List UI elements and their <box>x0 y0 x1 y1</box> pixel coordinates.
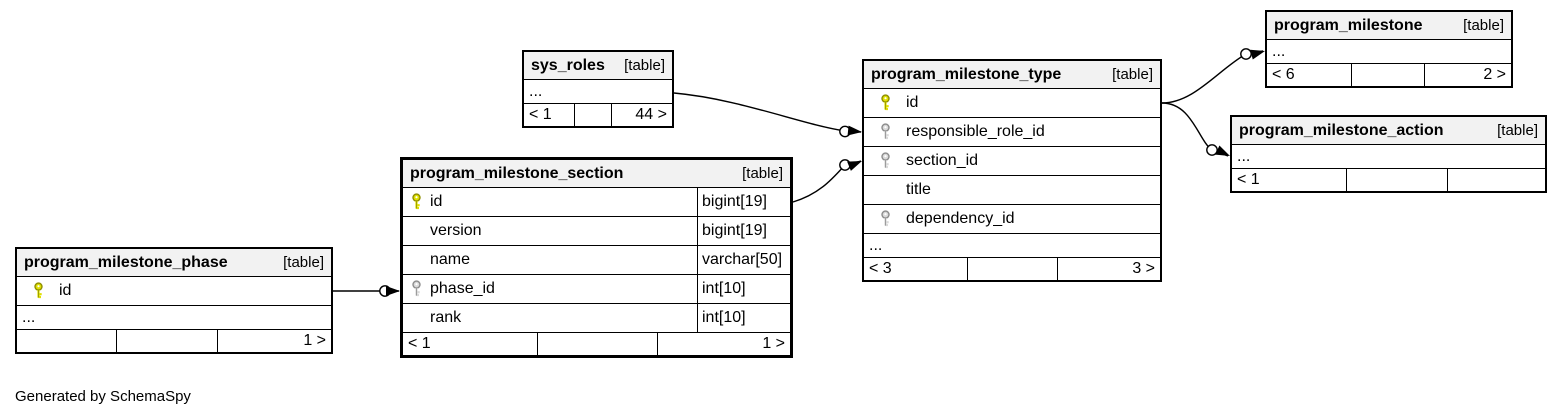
degree-cell <box>117 330 218 352</box>
relationship-line-sys_roles-to-program_milestone_type.responsible_role_id <box>673 92 862 133</box>
degree-cell: < 1 <box>403 333 538 355</box>
more-columns-ellipsis: ... <box>17 306 331 330</box>
column-name: id <box>59 282 72 299</box>
more-columns-ellipsis: ... <box>1232 145 1545 169</box>
table-name[interactable]: sys_roles <box>531 56 605 74</box>
table-header: program_milestone_phase [table] <box>17 249 331 277</box>
column-type: bigint[19] <box>697 188 790 216</box>
table-name[interactable]: program_milestone <box>1274 16 1423 34</box>
edge-arrowhead <box>847 161 862 171</box>
column-row-section_id: section_id <box>864 147 1160 176</box>
degree-cell <box>1448 169 1545 191</box>
table-header: sys_roles [table] <box>524 52 672 80</box>
table-degree-footer: 1 > <box>17 330 331 352</box>
primary-key-icon <box>864 94 906 112</box>
degree-cell <box>1347 169 1448 191</box>
table-degree-footer: < 3 3 > <box>864 258 1160 280</box>
degree-cell: 3 > <box>1132 260 1155 277</box>
column-name: phase_id <box>430 280 495 297</box>
degree-cell: < 6 <box>1267 64 1352 86</box>
degree-cell: < 1 <box>524 104 575 126</box>
degree-cell <box>575 104 612 126</box>
column-row-responsible_role_id: responsible_role_id <box>864 118 1160 147</box>
primary-key-icon <box>403 193 430 211</box>
edge-open-circle <box>1240 48 1252 60</box>
edge-open-circle <box>1206 144 1218 156</box>
table-header: program_milestone_action [table] <box>1232 117 1545 145</box>
degree-cell: 44 > <box>635 106 667 123</box>
table-name[interactable]: program_milestone_action <box>1239 121 1444 139</box>
edge-arrowhead <box>847 125 862 136</box>
column-row-id: id <box>864 89 1160 118</box>
generated-by-note: Generated by SchemaSpy <box>15 388 191 405</box>
column-row-title: title <box>864 176 1160 205</box>
table-name[interactable]: program_milestone_type <box>871 65 1062 83</box>
table-name[interactable]: program_milestone_phase <box>24 253 228 271</box>
table-program_milestone_phase[interactable]: program_milestone_phase [table] id... 1 > <box>15 247 333 354</box>
edge-arrowhead <box>1250 49 1265 60</box>
table-type-tag: [table] <box>1112 66 1153 83</box>
column-row-id: id bigint[19] <box>403 188 790 217</box>
relationship-line-program_milestone_type.id-to-program_milestone_action <box>1161 102 1229 157</box>
table-type-tag: [table] <box>742 165 783 182</box>
degree-cell: 1 > <box>303 332 326 349</box>
table-program_milestone_section[interactable]: program_milestone_section [table] id bigint… <box>400 157 793 358</box>
edge-arrowhead <box>1215 145 1230 156</box>
column-name: version <box>430 222 482 239</box>
degree-cell <box>17 330 117 352</box>
column-name: name <box>430 251 471 268</box>
table-program_milestone_action[interactable]: program_milestone_action [table]...< 1 <box>1230 115 1547 193</box>
table-type-tag: [table] <box>1463 17 1504 34</box>
table-program_milestone_type[interactable]: program_milestone_type [table] id responsib… <box>862 59 1162 282</box>
table-degree-footer: < 1 <box>1232 169 1545 191</box>
table-degree-footer: < 1 44 > <box>524 104 672 126</box>
table-type-tag: [table] <box>1497 122 1538 139</box>
more-columns-ellipsis: ... <box>1267 40 1511 64</box>
foreign-key-icon <box>864 210 906 228</box>
column-row-dependency_id: dependency_id <box>864 205 1160 234</box>
degree-cell <box>538 333 658 355</box>
table-type-tag: [table] <box>283 254 324 271</box>
degree-cell <box>1352 64 1425 86</box>
primary-key-icon <box>17 282 59 300</box>
table-degree-footer: < 6 2 > <box>1267 64 1511 86</box>
table-sys_roles[interactable]: sys_roles [table]...< 1 44 > <box>522 50 674 128</box>
table-header: program_milestone [table] <box>1267 12 1511 40</box>
degree-cell: 1 > <box>762 335 785 352</box>
more-columns-ellipsis: ... <box>524 80 672 104</box>
degree-cell: < 3 <box>864 258 968 280</box>
column-name: rank <box>430 309 462 326</box>
column-row-version: version bigint[19] <box>403 217 790 246</box>
foreign-key-icon <box>864 152 906 170</box>
foreign-key-icon <box>403 280 430 298</box>
table-type-tag: [table] <box>624 57 665 74</box>
column-name: responsible_role_id <box>906 123 1045 140</box>
column-type: bigint[19] <box>697 217 790 245</box>
table-name[interactable]: program_milestone_section <box>410 164 624 182</box>
more-columns-ellipsis: ... <box>864 234 1160 258</box>
column-name: id <box>430 193 443 210</box>
column-type: varchar[50] <box>697 246 790 274</box>
column-row-phase_id: phase_id int[10] <box>403 275 790 304</box>
table-degree-footer: < 1 1 > <box>403 333 790 355</box>
degree-cell <box>968 258 1058 280</box>
column-name: section_id <box>906 152 979 169</box>
column-row-name: name varchar[50] <box>403 246 790 275</box>
foreign-key-icon <box>864 123 906 141</box>
column-row-rank: rank int[10] <box>403 304 790 333</box>
column-row-id: id <box>17 277 331 306</box>
column-name: title <box>906 181 931 198</box>
table-header: program_milestone_type [table] <box>864 61 1160 89</box>
column-name: id <box>906 94 919 111</box>
column-type: int[10] <box>697 275 790 303</box>
column-type: int[10] <box>697 304 790 332</box>
table-header: program_milestone_section [table] <box>403 160 790 188</box>
table-program_milestone[interactable]: program_milestone [table]...< 6 2 > <box>1265 10 1513 88</box>
degree-cell: < 1 <box>1232 169 1347 191</box>
edge-arrowhead <box>386 286 400 296</box>
degree-cell: 2 > <box>1483 66 1506 83</box>
column-name: dependency_id <box>906 210 1015 227</box>
